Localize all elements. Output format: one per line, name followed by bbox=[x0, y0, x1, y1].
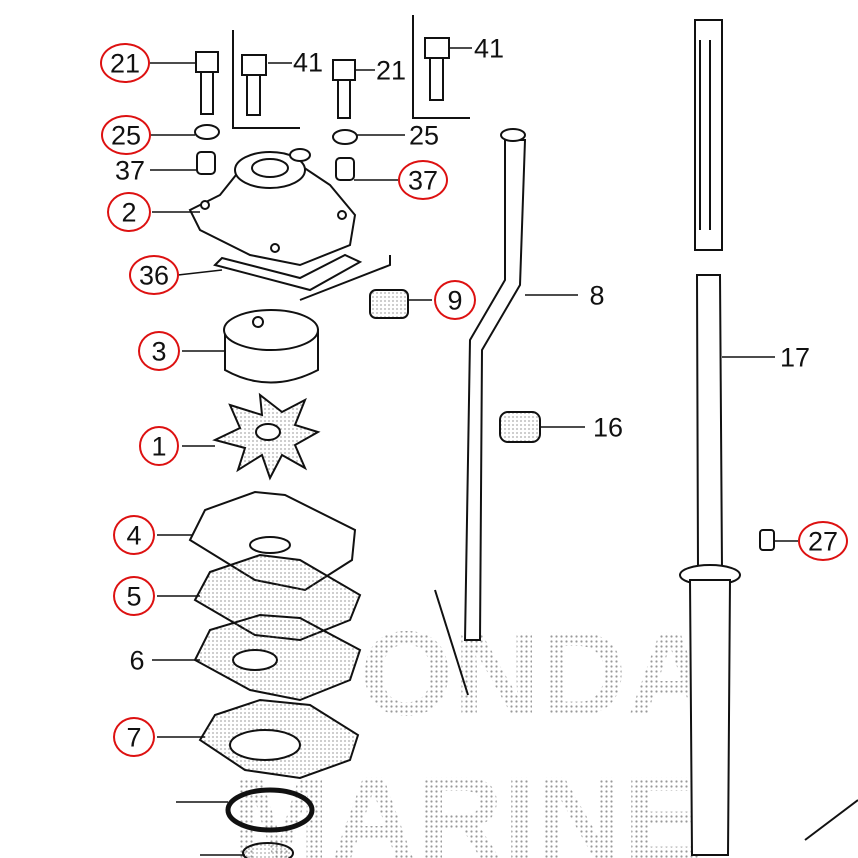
impeller-cover bbox=[223, 309, 319, 384]
bolt-41-left bbox=[241, 54, 267, 116]
callout-16: 16 bbox=[592, 412, 624, 443]
highlight-circle bbox=[798, 521, 848, 561]
callout-8: 8 bbox=[589, 280, 605, 311]
callout-36: 36 bbox=[138, 260, 170, 291]
svg-text:ONDA: ONDA bbox=[360, 607, 713, 741]
callout-3: 3 bbox=[151, 336, 167, 367]
callout-21: 21 bbox=[375, 55, 407, 86]
callout-5: 5 bbox=[126, 581, 142, 612]
bolt-21-right bbox=[332, 59, 356, 119]
callout-2: 2 bbox=[121, 197, 137, 228]
seal bbox=[499, 411, 541, 443]
callout-9: 9 bbox=[447, 285, 463, 316]
callout-7: 7 bbox=[126, 722, 142, 753]
highlight-circle bbox=[129, 255, 179, 295]
highlight-circle bbox=[139, 426, 179, 466]
highlight-circle bbox=[113, 576, 155, 616]
highlight-circle bbox=[113, 515, 155, 555]
highlight-circle bbox=[138, 331, 180, 371]
drive-shaft bbox=[679, 19, 741, 856]
callout-17: 17 bbox=[779, 342, 811, 373]
highlight-circle bbox=[107, 192, 151, 232]
pump-case-6 bbox=[193, 613, 362, 702]
highlight-circle bbox=[398, 160, 448, 200]
highlight-circle bbox=[100, 43, 150, 83]
highlight-circle bbox=[434, 280, 476, 320]
bolt-21-left bbox=[195, 51, 219, 115]
highlight-circle bbox=[101, 115, 151, 155]
water-tube bbox=[463, 139, 527, 641]
impeller bbox=[212, 392, 321, 481]
callout-37: 37 bbox=[407, 165, 439, 196]
callout-6: 6 bbox=[129, 645, 145, 676]
highlight-circle bbox=[113, 717, 155, 757]
callout-25: 25 bbox=[110, 120, 142, 151]
callout-21: 21 bbox=[109, 48, 141, 79]
bolt-41-right bbox=[424, 37, 450, 101]
callout-41: 41 bbox=[473, 33, 505, 64]
callout-37: 37 bbox=[114, 155, 146, 186]
callout-41: 41 bbox=[292, 47, 324, 78]
pump-housing bbox=[188, 148, 357, 267]
callout-25: 25 bbox=[408, 120, 440, 151]
callout-4: 4 bbox=[126, 520, 142, 551]
callout-27: 27 bbox=[807, 526, 839, 557]
callout-1: 1 bbox=[151, 431, 167, 462]
